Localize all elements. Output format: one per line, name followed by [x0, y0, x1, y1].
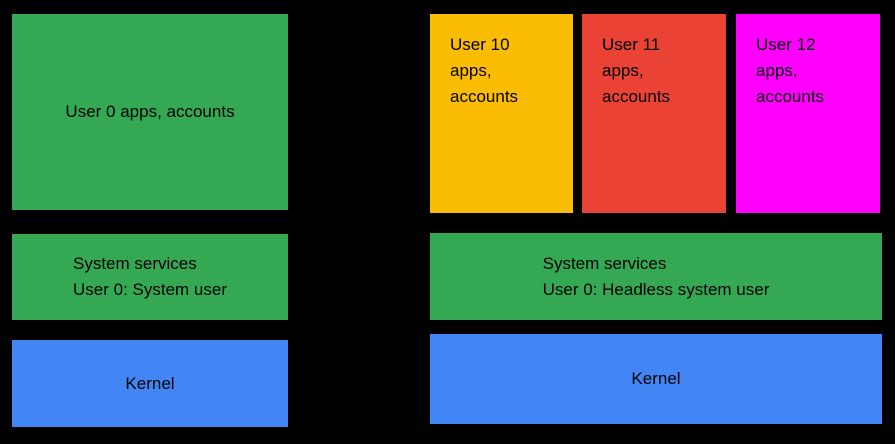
- left-system-services-line1: System services: [73, 254, 197, 273]
- left-user0-apps-label: User 0 apps, accounts: [65, 102, 235, 121]
- right-user11-apps-box: User 11 apps, accounts: [582, 14, 726, 213]
- right-kernel-box: Kernel: [430, 334, 882, 424]
- left-system-services-label: System services User 0: System user: [73, 251, 227, 303]
- right-system-services-box: System services User 0: Headless system …: [430, 233, 882, 320]
- right-system-services-label: System services User 0: Headless system …: [543, 251, 770, 303]
- right-system-services-line2: User 0: Headless system user: [542, 279, 770, 299]
- left-user0-apps-box: User 0 apps, accounts: [12, 14, 288, 210]
- right-kernel-label: Kernel: [631, 369, 681, 388]
- left-system-services-box: System services User 0: System user: [12, 234, 288, 320]
- right-user10-apps-box: User 10 apps, accounts: [430, 14, 573, 213]
- right-user12-apps-box: User 12 apps, accounts: [736, 14, 880, 213]
- right-user12-apps-label: User 12 apps, accounts: [756, 35, 825, 106]
- left-kernel-box: Kernel: [12, 340, 288, 427]
- left-system-services-line2: User 0: System user: [73, 280, 227, 299]
- right-user11-apps-label: User 11 apps, accounts: [602, 35, 671, 106]
- right-user10-apps-label: User 10 apps, accounts: [450, 35, 519, 106]
- right-system-services-line1: System services: [542, 253, 667, 273]
- left-kernel-label: Kernel: [125, 373, 175, 393]
